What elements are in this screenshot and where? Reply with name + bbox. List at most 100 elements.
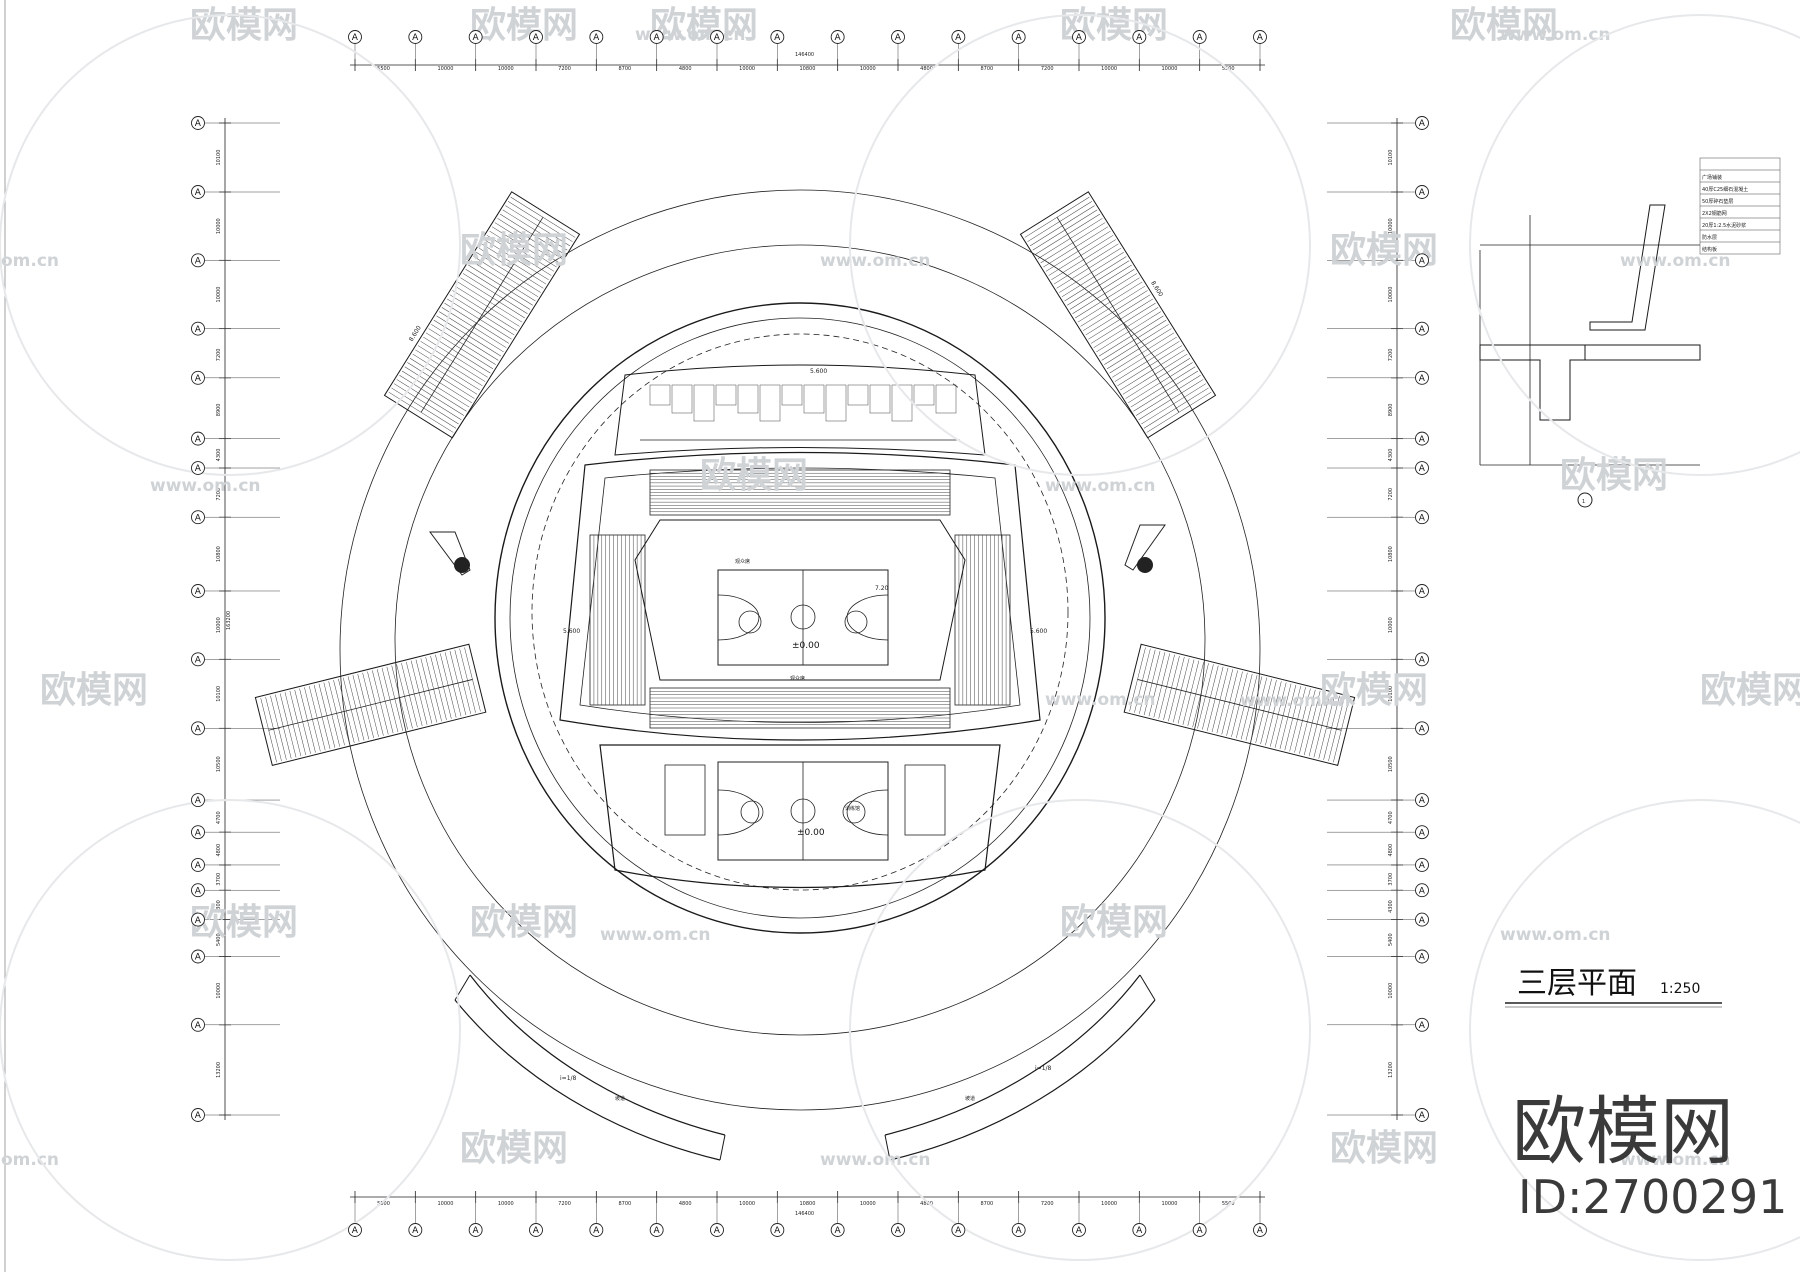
watermark-url: www.om.cn — [1045, 476, 1156, 496]
axis-bubble: A — [1415, 721, 1429, 736]
upper-concourse-level: 5.600 — [810, 368, 827, 375]
dimension-label: 5400 — [1388, 933, 1394, 946]
axis-label: A — [1419, 796, 1426, 806]
axis-label: A — [714, 33, 721, 43]
left-dimension-chain: 1010010000100007200890043007200108001000… — [205, 118, 280, 1120]
axis-label: A — [1076, 1226, 1083, 1236]
axis-label: A — [774, 1226, 781, 1236]
axis-label: A — [1419, 119, 1426, 129]
dimension-label: 10000 — [739, 66, 755, 72]
axis-label: A — [653, 33, 660, 43]
dimension-label: 4300 — [1388, 449, 1394, 462]
axis-bubble: A — [408, 30, 423, 44]
axis-bubble: A — [1415, 584, 1429, 598]
dimension-label: 10100 — [216, 150, 222, 166]
platform-level: 7.20 — [875, 585, 889, 592]
dimension-label: 8700 — [981, 66, 994, 72]
overall-dimension: 146400 — [795, 1211, 814, 1217]
dimension-label: 7200 — [558, 1201, 571, 1207]
axis-bubble: A — [191, 721, 205, 736]
stair-wing-w — [254, 643, 487, 767]
axis-label: A — [593, 33, 600, 43]
axis-label: A — [195, 725, 202, 735]
axis-bubble: A — [191, 321, 205, 336]
axis-label: A — [352, 1226, 359, 1236]
axis-bubble: A — [1253, 30, 1267, 44]
axis-label: A — [1419, 374, 1426, 384]
axis-bubble: A — [830, 30, 845, 44]
axis-bubble: A — [1132, 1223, 1147, 1237]
watermark-logo: 欧模网 — [650, 5, 758, 46]
axis-label: A — [1419, 257, 1426, 267]
axis-bubble: A — [191, 1017, 205, 1032]
overall-dimension: 146400 — [795, 52, 814, 58]
dimension-label: 10800 — [800, 66, 816, 72]
axis-bubble: A — [1011, 1223, 1026, 1237]
dimension-label: 10500 — [1388, 756, 1394, 772]
detail-marker: 1 — [1582, 499, 1585, 505]
axis-bubble: A — [589, 30, 604, 44]
axis-label: A — [653, 1226, 660, 1236]
axis-label: A — [1136, 33, 1143, 43]
dimension-label: 10000 — [498, 1201, 514, 1207]
dimension-label: 10000 — [1388, 287, 1394, 303]
axis-label: A — [1419, 828, 1426, 838]
axis-bubble: A — [1415, 116, 1429, 130]
dimension-label: 10000 — [860, 1201, 876, 1207]
axis-bubble: A — [191, 949, 205, 964]
watermark-url: www.om.cn — [150, 476, 261, 496]
watermark-url: www.om.cn — [1045, 690, 1156, 710]
axis-bubble: A — [649, 1223, 664, 1237]
axis-bubble: A — [191, 370, 205, 385]
watermark-circle — [0, 14, 461, 476]
dimension-label: 10000 — [498, 66, 514, 72]
dimension-label: 8700 — [619, 1201, 632, 1207]
dimension-label: 4800 — [679, 66, 692, 72]
watermark-logo: 欧模网 — [1700, 670, 1800, 711]
axis-label: A — [1419, 587, 1426, 597]
seating-block-north — [649, 469, 951, 516]
outer-plaza-circle — [339, 189, 1261, 1111]
axis-bubble: A — [191, 652, 205, 667]
dimension-label: 4300 — [216, 449, 222, 462]
dimension-label: 10800 — [800, 1201, 816, 1207]
axis-bubble: A — [1415, 461, 1429, 475]
axis-bubble: A — [191, 1108, 205, 1122]
drawing-title-block: 三层平面 1:250 — [1505, 966, 1722, 1008]
axis-label: A — [195, 796, 202, 806]
watermark-logo: 欧模网 — [1060, 902, 1168, 943]
axis-bubble: A — [770, 30, 785, 44]
axis-bubble: A — [589, 1223, 604, 1237]
axis-bubble: A — [1192, 1223, 1207, 1237]
axis-bubble: A — [710, 30, 724, 44]
watermark-url: om.cn — [1, 251, 59, 271]
dimension-label: 10100 — [1388, 150, 1394, 166]
light-post-west — [429, 531, 471, 576]
watermark-logo: 欧模网 — [1320, 670, 1428, 711]
axis-label: A — [1419, 325, 1426, 335]
axis-bubble: A — [951, 30, 966, 44]
axis-bubble: A — [1415, 793, 1429, 807]
watermark-url: www.om.cn — [600, 925, 711, 945]
axis-bubble: A — [468, 1223, 483, 1237]
axis-bubble: A — [348, 1223, 362, 1237]
outer-ring — [394, 244, 1206, 1036]
watermark-url: www.om.cn — [1240, 691, 1351, 711]
arena-bowl: ±0.00 观众席 观众席 7.20 — [559, 451, 1041, 741]
roof-dashed-line — [531, 333, 1069, 891]
axis-label: A — [195, 188, 202, 198]
axis-bubble: A — [1072, 30, 1086, 44]
watermark-logo: 欧模网 — [1450, 5, 1558, 46]
axis-bubble: A — [191, 185, 205, 199]
dimension-label: 5500 — [377, 1201, 390, 1207]
axis-label: A — [412, 33, 419, 43]
watermark-url: om.cn — [1, 1150, 59, 1170]
axis-label: A — [195, 435, 202, 445]
dimension-label: 4700 — [216, 811, 222, 824]
ramp-label-right: 坡道 — [965, 1095, 975, 1102]
axis-bubble: A — [830, 1223, 845, 1237]
axis-label: A — [834, 1226, 841, 1236]
